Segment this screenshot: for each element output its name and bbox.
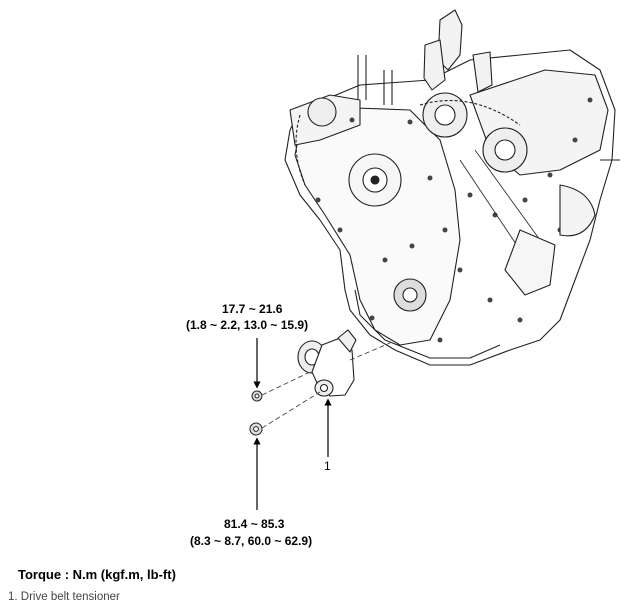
lower-torque-conversion: (8.3 ~ 8.7, 60.0 ~ 62.9) bbox=[190, 534, 313, 548]
upper-torque-nm: 17.7 ~ 21.6 bbox=[222, 302, 283, 316]
upper-bolt bbox=[251, 390, 263, 402]
drive-belt-tensioner-part bbox=[297, 329, 357, 397]
torque-unit-label: Torque : N.m (kgf.m, lb-ft) bbox=[18, 567, 176, 582]
engine-block-illustration bbox=[284, 9, 620, 366]
callout-number: 1 bbox=[324, 459, 331, 473]
lower-bolt bbox=[249, 422, 263, 436]
upper-torque-conversion: (1.8 ~ 2.2, 13.0 ~ 15.9) bbox=[186, 318, 309, 332]
lower-torque-nm: 81.4 ~ 85.3 bbox=[224, 517, 285, 531]
legend-item: 1. Drive belt tensioner bbox=[8, 591, 120, 603]
alignment-lines bbox=[261, 342, 391, 429]
leader-arrows bbox=[253, 338, 332, 510]
